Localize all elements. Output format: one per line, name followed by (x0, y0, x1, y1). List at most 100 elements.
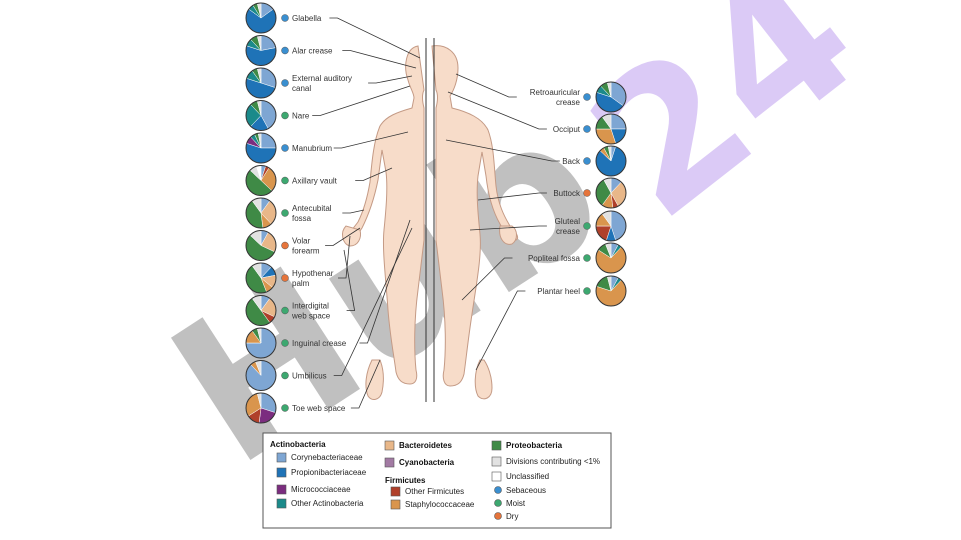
site-type-dot-sebaceous (583, 93, 591, 101)
site-label-line: forearm (292, 247, 320, 256)
site-label: Buttock (553, 189, 581, 198)
back-hand (499, 225, 517, 245)
pie-chart (245, 100, 277, 131)
site-glabella: Glabella (245, 2, 322, 34)
legend-item-minor: Divisions contributing <1% (506, 457, 600, 466)
site-label: Popliteal fossa (528, 254, 581, 263)
site-label: Glabella (292, 14, 322, 23)
site-umbilicus: Umbilicus (245, 360, 327, 391)
legend-item-micrococc: Micrococciaceae (291, 485, 351, 494)
site-label-line: Hypothenar (292, 269, 334, 278)
leader-line (333, 227, 413, 376)
site-label: Umbilicus (292, 372, 327, 381)
site-plantar-heel: Plantar heel (537, 275, 627, 307)
legend-item-sebaceous: Sebaceous (506, 486, 546, 495)
pie-chart (595, 113, 627, 145)
legend-item-other-actino: Other Actinobacteria (291, 499, 364, 508)
site-label-line: Antecubital (292, 204, 332, 213)
pie-outline (595, 242, 627, 274)
leader-line (343, 249, 356, 311)
pie-outline (595, 81, 627, 113)
site-label: Inguinal crease (292, 339, 347, 348)
legend-heading-firmicutes: Firmicutes (385, 476, 426, 485)
leader-line (355, 167, 393, 181)
site-axillary-vault: Axillary vault (245, 165, 338, 196)
site-label-line: Toe web space (292, 404, 346, 413)
legend-heading-actinobacteria: Actinobacteria (270, 440, 326, 449)
site-label-line: Manubrium (292, 144, 332, 153)
legend-box (262, 432, 612, 529)
pie-outline (245, 262, 277, 294)
legend-swatch-proteo (491, 440, 502, 451)
pie-outline (245, 197, 277, 229)
pie-outline (245, 35, 277, 66)
leader-line (312, 85, 411, 116)
pie-outline (245, 67, 277, 99)
legend-dot-sebaceous (494, 486, 502, 494)
legend-swatch-other-firm (390, 486, 401, 497)
site-label: Manubrium (292, 144, 332, 153)
back-body-figure (431, 45, 519, 387)
site-label-line: Back (562, 157, 581, 166)
site-back: Back (562, 145, 627, 177)
pie-chart (595, 81, 627, 113)
pie-outline (595, 145, 627, 177)
leader-line (350, 359, 381, 409)
site-label-line: Inguinal crease (292, 339, 347, 348)
legend-swatch-micrococc (276, 484, 287, 495)
site-type-dot-sebaceous (583, 157, 591, 165)
site-label-line: canal (292, 84, 311, 93)
legend-item-coryne: Corynebacteriaceae (291, 453, 363, 462)
legend-item-dry: Dry (506, 512, 518, 521)
back-foot (474, 359, 493, 400)
site-label: Occiput (553, 125, 581, 134)
site-label-line: crease (556, 227, 581, 236)
legend-item-other-firm: Other Firmicutes (405, 487, 464, 496)
legend-item-unclassified: Unclassified (506, 472, 549, 481)
site-label-line: Glabella (292, 14, 322, 23)
legend-swatch-staph (390, 499, 401, 510)
site-label-line: Plantar heel (537, 287, 580, 296)
site-type-dot-moist (583, 287, 591, 295)
site-type-dot-sebaceous (281, 14, 289, 22)
pie-outline (595, 275, 627, 307)
legend-swatch-cyanobacteria (384, 457, 395, 468)
site-label-line: Umbilicus (292, 372, 327, 381)
front-foot (365, 359, 384, 400)
site-type-dot-moist (583, 222, 591, 230)
pie-chart (245, 197, 277, 229)
pie-outline (245, 230, 277, 261)
site-nare: Nare (245, 100, 310, 131)
body-figures (342, 38, 519, 402)
site-label-line: web space (291, 312, 331, 321)
site-buttock: Buttock (553, 177, 627, 209)
pie-chart (245, 392, 277, 424)
pie-chart (245, 262, 277, 294)
pie-chart (245, 67, 277, 99)
pie-outline (245, 392, 277, 424)
leader-line (368, 75, 413, 84)
site-inguinal-crease: Inguinal crease (245, 327, 347, 359)
leader-line (469, 225, 547, 231)
site-label: Plantar heel (537, 287, 580, 296)
site-manubrium: Manubrium (245, 132, 332, 164)
pie-chart (245, 35, 277, 66)
site-label: Toe web space (292, 404, 346, 413)
pie-chart (245, 132, 277, 164)
legend-swatch-bacteroidetes (384, 440, 395, 451)
leader-line (342, 209, 365, 214)
site-type-dot-sebaceous (281, 46, 289, 55)
site-type-dot-sebaceous (281, 79, 289, 87)
leader-line (447, 91, 547, 130)
pie-outline (245, 100, 277, 131)
legend-swatch-unclassified (491, 471, 502, 482)
